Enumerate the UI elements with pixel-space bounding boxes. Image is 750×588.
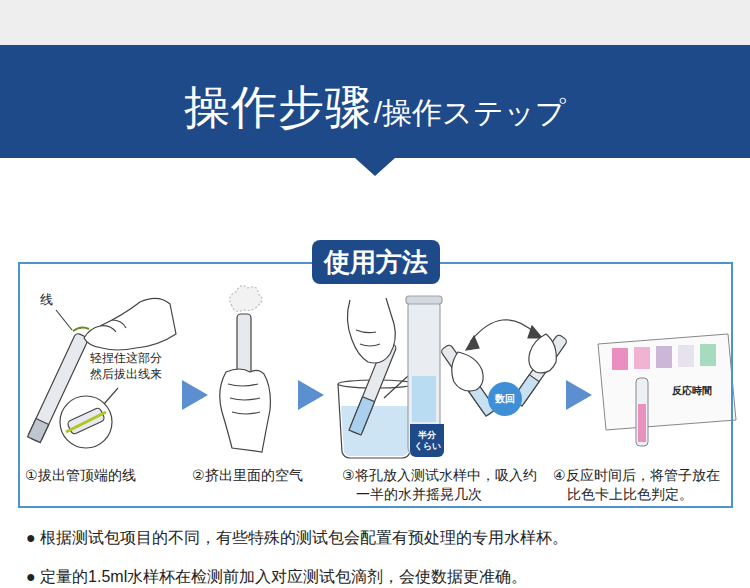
node-text: 数回 xyxy=(495,392,515,406)
step3-figure xyxy=(338,296,442,458)
step-caption: ②挤出里面的空气 xyxy=(192,466,342,485)
node-text: 使用方法 xyxy=(312,240,440,284)
times-badge: 数回 xyxy=(488,382,522,416)
thread-label: 线 xyxy=(40,291,60,309)
step-caption: ④反应时间后，将管子放在比色卡上比色判定。 xyxy=(553,466,728,504)
title-banner: 操作步骤/操作ステップ xyxy=(0,45,750,158)
pinch-note: 轻捏住这部分 然后拔出线来 xyxy=(90,350,170,382)
step-caption: ①拔出管顶端的线 xyxy=(25,466,185,485)
step2-figure xyxy=(220,286,271,452)
step1-figure xyxy=(28,298,176,448)
step4-shake-figure xyxy=(440,320,568,416)
node-text: 操作步骤 xyxy=(184,77,372,139)
node-text: 半分 くらい xyxy=(413,430,441,452)
reaction-time-label: 反応時間 xyxy=(672,384,730,398)
top-band xyxy=(0,0,750,45)
step-caption: ③将孔放入测试水样中，吸入约一半的水并摇晃几次 xyxy=(342,466,542,504)
note-bullet: ● 定量的1.5ml水样杯在检测前加入对应测试包滴剂，会使数据更准确。 xyxy=(26,566,736,588)
color-card xyxy=(598,334,736,446)
banner-pointer xyxy=(355,158,395,176)
node-subtext: /操作ステップ xyxy=(374,93,566,134)
half-level-tag: 半分 くらい xyxy=(410,424,444,457)
note-bullet: ● 根据测试包项目的不同，有些特殊的测试包会配置有预处理的专用水样杯。 xyxy=(26,527,736,549)
